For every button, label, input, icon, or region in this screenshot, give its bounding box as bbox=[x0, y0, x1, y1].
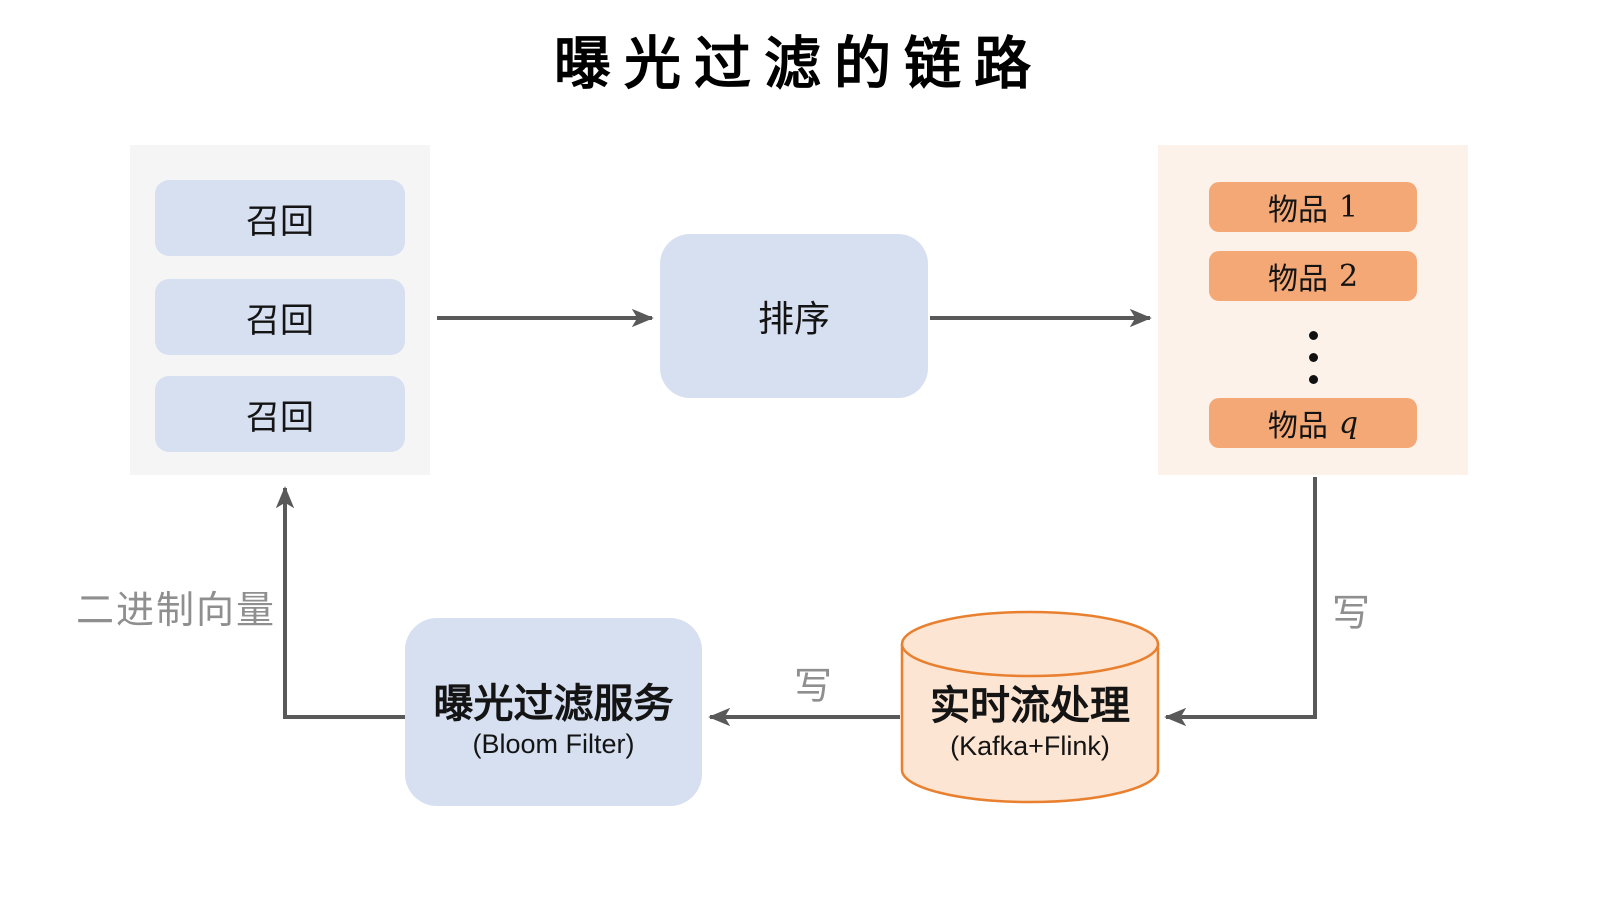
recall-group-panel: 召回 召回 召回 bbox=[130, 145, 430, 475]
item-node-index: 2 bbox=[1338, 258, 1359, 294]
stream-node-title: 实时流处理 bbox=[930, 684, 1130, 728]
stream-node-text: 实时流处理 (Kafka+Flink) bbox=[902, 684, 1158, 762]
item-node-label: 物品 bbox=[1267, 194, 1328, 227]
cylinder-top-ellipse bbox=[900, 610, 1160, 678]
diagram-title: 曝光过滤的链路 bbox=[554, 30, 1044, 97]
recall-node-3: 召回 bbox=[155, 376, 405, 452]
recall-node-label: 召回 bbox=[246, 202, 314, 241]
ellipsis-dot bbox=[1308, 353, 1318, 362]
ellipsis-dot bbox=[1308, 375, 1318, 384]
arrow-filter-to-recall bbox=[275, 486, 410, 719]
item-node-2: 物品 2 bbox=[1209, 251, 1417, 301]
ranking-node: 排序 bbox=[660, 234, 928, 398]
recall-node-2: 召回 bbox=[155, 279, 405, 355]
edge-label-write-stream: 写 bbox=[794, 666, 833, 708]
item-node-q: 物品 q bbox=[1209, 398, 1417, 448]
recall-node-label: 召回 bbox=[246, 398, 314, 437]
vertical-ellipsis-icon bbox=[1158, 331, 1468, 384]
item-node-index: 1 bbox=[1338, 189, 1359, 225]
items-panel: 物品 1 物品 2 物品 q bbox=[1158, 145, 1468, 475]
exposure-filter-subtitle: (Bloom Filter) bbox=[472, 729, 635, 759]
item-node-1: 物品 1 bbox=[1209, 182, 1417, 232]
ranking-node-label: 排序 bbox=[757, 298, 830, 339]
recall-node-label: 召回 bbox=[246, 301, 314, 340]
item-node-label: 物品 bbox=[1267, 263, 1328, 296]
item-node-index: q bbox=[1338, 405, 1359, 441]
exposure-filter-title: 曝光过滤服务 bbox=[433, 682, 674, 726]
ellipsis-dot bbox=[1308, 331, 1318, 340]
arrow-items-to-stream bbox=[1164, 477, 1317, 727]
item-node-label: 物品 bbox=[1267, 410, 1328, 443]
recall-node-1: 召回 bbox=[155, 180, 405, 256]
edge-label-binary-vector: 二进制向量 bbox=[75, 590, 276, 632]
stream-node-subtitle: (Kafka+Flink) bbox=[950, 731, 1110, 761]
exposure-filter-node: 曝光过滤服务 (Bloom Filter) bbox=[405, 618, 702, 806]
edge-label-write-items: 写 bbox=[1332, 593, 1371, 635]
